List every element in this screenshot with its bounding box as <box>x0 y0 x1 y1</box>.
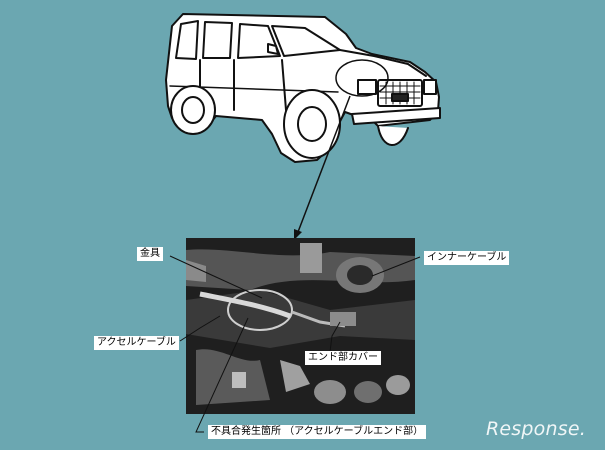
label-accel-cable: アクセルケーブル <box>94 336 179 350</box>
label-inner-cable: インナーケーブル <box>424 251 510 265</box>
leader-lines <box>169 255 421 433</box>
label-end-cover: エンド部カバー <box>305 351 381 365</box>
engine-photo <box>186 238 415 414</box>
label-trouble-location: 不具合発生箇所 （アクセルケーブルエンド部） <box>208 425 427 439</box>
pointer-arrow <box>294 95 351 240</box>
watermark-logo: Response. <box>486 418 586 440</box>
label-kanagu: 金具 <box>137 247 163 261</box>
suv-drawing <box>165 13 441 163</box>
